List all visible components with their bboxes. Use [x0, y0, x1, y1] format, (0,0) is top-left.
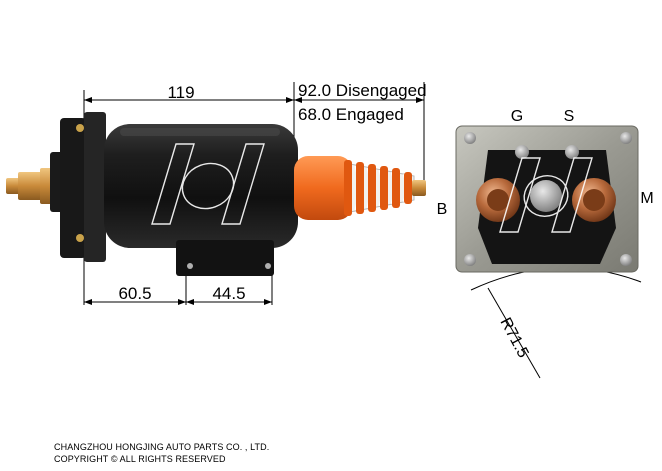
terminal-label-g: G [511, 108, 523, 125]
dim-stroke-disengaged: 92.0 Disengaged [298, 81, 427, 100]
footer-company: CHANGZHOU HONGJING AUTO PARTS CO. , LTD. [54, 442, 270, 452]
solenoid-side-view [6, 112, 426, 276]
solenoid-end-view [455, 125, 639, 273]
terminal-label-s: S [564, 108, 575, 125]
dim-mount-spacing: 44.5 [212, 284, 245, 303]
dimension-arrows [84, 97, 424, 305]
terminal-label-m: M [640, 190, 653, 207]
logo-watermark [151, 143, 265, 225]
terminal-label-b: B [437, 201, 448, 218]
dim-stroke-engaged: 68.0 Engaged [298, 105, 404, 124]
dim-radius: R71.5 [496, 315, 531, 361]
dim-mount-offset: 60.5 [118, 284, 151, 303]
footer-copyright: COPYRIGHT © ALL RIGHTS RESERVED [54, 454, 226, 464]
dim-overall-length: 119 [167, 83, 194, 102]
